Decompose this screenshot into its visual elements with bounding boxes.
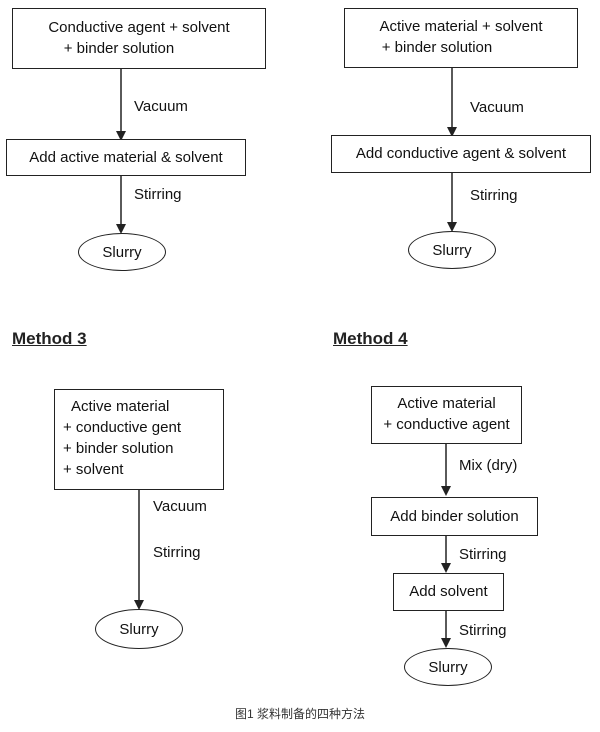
m2-step-box-text: Add conductive agent & solvent (355, 145, 567, 162)
m2-step1-label: Vacuum (470, 99, 524, 116)
figure-caption: 图1 浆料制备的四种方法 (234, 707, 365, 721)
m4-heading: Method 4 (333, 329, 408, 348)
m1-step-box: Add active material & solvent (6, 139, 246, 176)
m4-start-line-1: Active material (397, 395, 496, 412)
m2-start-line-1: Active material + solvent (379, 18, 543, 35)
m3-heading: Method 3 (12, 329, 87, 348)
m4-binder-box-text: Add binder solution (390, 508, 519, 525)
m4-step3-label: Stirring (459, 622, 507, 639)
m3-start-box: Active material + conductive gent + bind… (54, 389, 224, 490)
m4-binder-box: Add binder solution (371, 497, 538, 536)
m3-step1-label: Vacuum (153, 498, 207, 515)
m3-start-line-4: + solvent (63, 461, 124, 478)
m3-step2-label: Stirring (153, 544, 201, 561)
m1-end-ellipse: Slurry (78, 233, 166, 271)
m2-start-box: Active material + solvent + binder solut… (344, 8, 578, 68)
m1-step2-label: Stirring (134, 186, 182, 203)
m2-start-line-2: + binder solution (381, 39, 493, 56)
m4-solvent-box-text: Add solvent (409, 583, 488, 600)
m2-step2-label: Stirring (470, 187, 518, 204)
m1-step1-label: Vacuum (134, 98, 188, 115)
m3-start-line-2: + conductive gent (63, 419, 182, 436)
m2-step-box: Add conductive agent & solvent (331, 135, 591, 173)
m2-end-text: Slurry (432, 241, 472, 259)
m3-end-text: Slurry (119, 620, 159, 638)
m3-start-line-3: + binder solution (63, 440, 174, 457)
m1-start-line-1: Conductive agent + solvent (48, 19, 230, 36)
m1-start-line-2: + binder solution (63, 40, 175, 57)
m4-start-line-2: + conductive agent (383, 416, 510, 433)
m1-end-text: Slurry (102, 243, 142, 261)
m4-step1-label: Mix (dry) (459, 457, 518, 474)
m3-start-line-1: Active material (71, 398, 170, 415)
m4-start-box: Active material + conductive agent (371, 386, 522, 444)
m2-end-ellipse: Slurry (408, 231, 496, 269)
m1-step-box-text: Add active material & solvent (29, 149, 223, 166)
m4-step2-label: Stirring (459, 546, 507, 563)
m4-end-text: Slurry (428, 658, 468, 676)
m3-end-ellipse: Slurry (95, 609, 183, 649)
m4-end-ellipse: Slurry (404, 648, 492, 686)
m1-start-box: Conductive agent + solvent + binder solu… (12, 8, 266, 69)
m4-solvent-box: Add solvent (393, 573, 504, 611)
